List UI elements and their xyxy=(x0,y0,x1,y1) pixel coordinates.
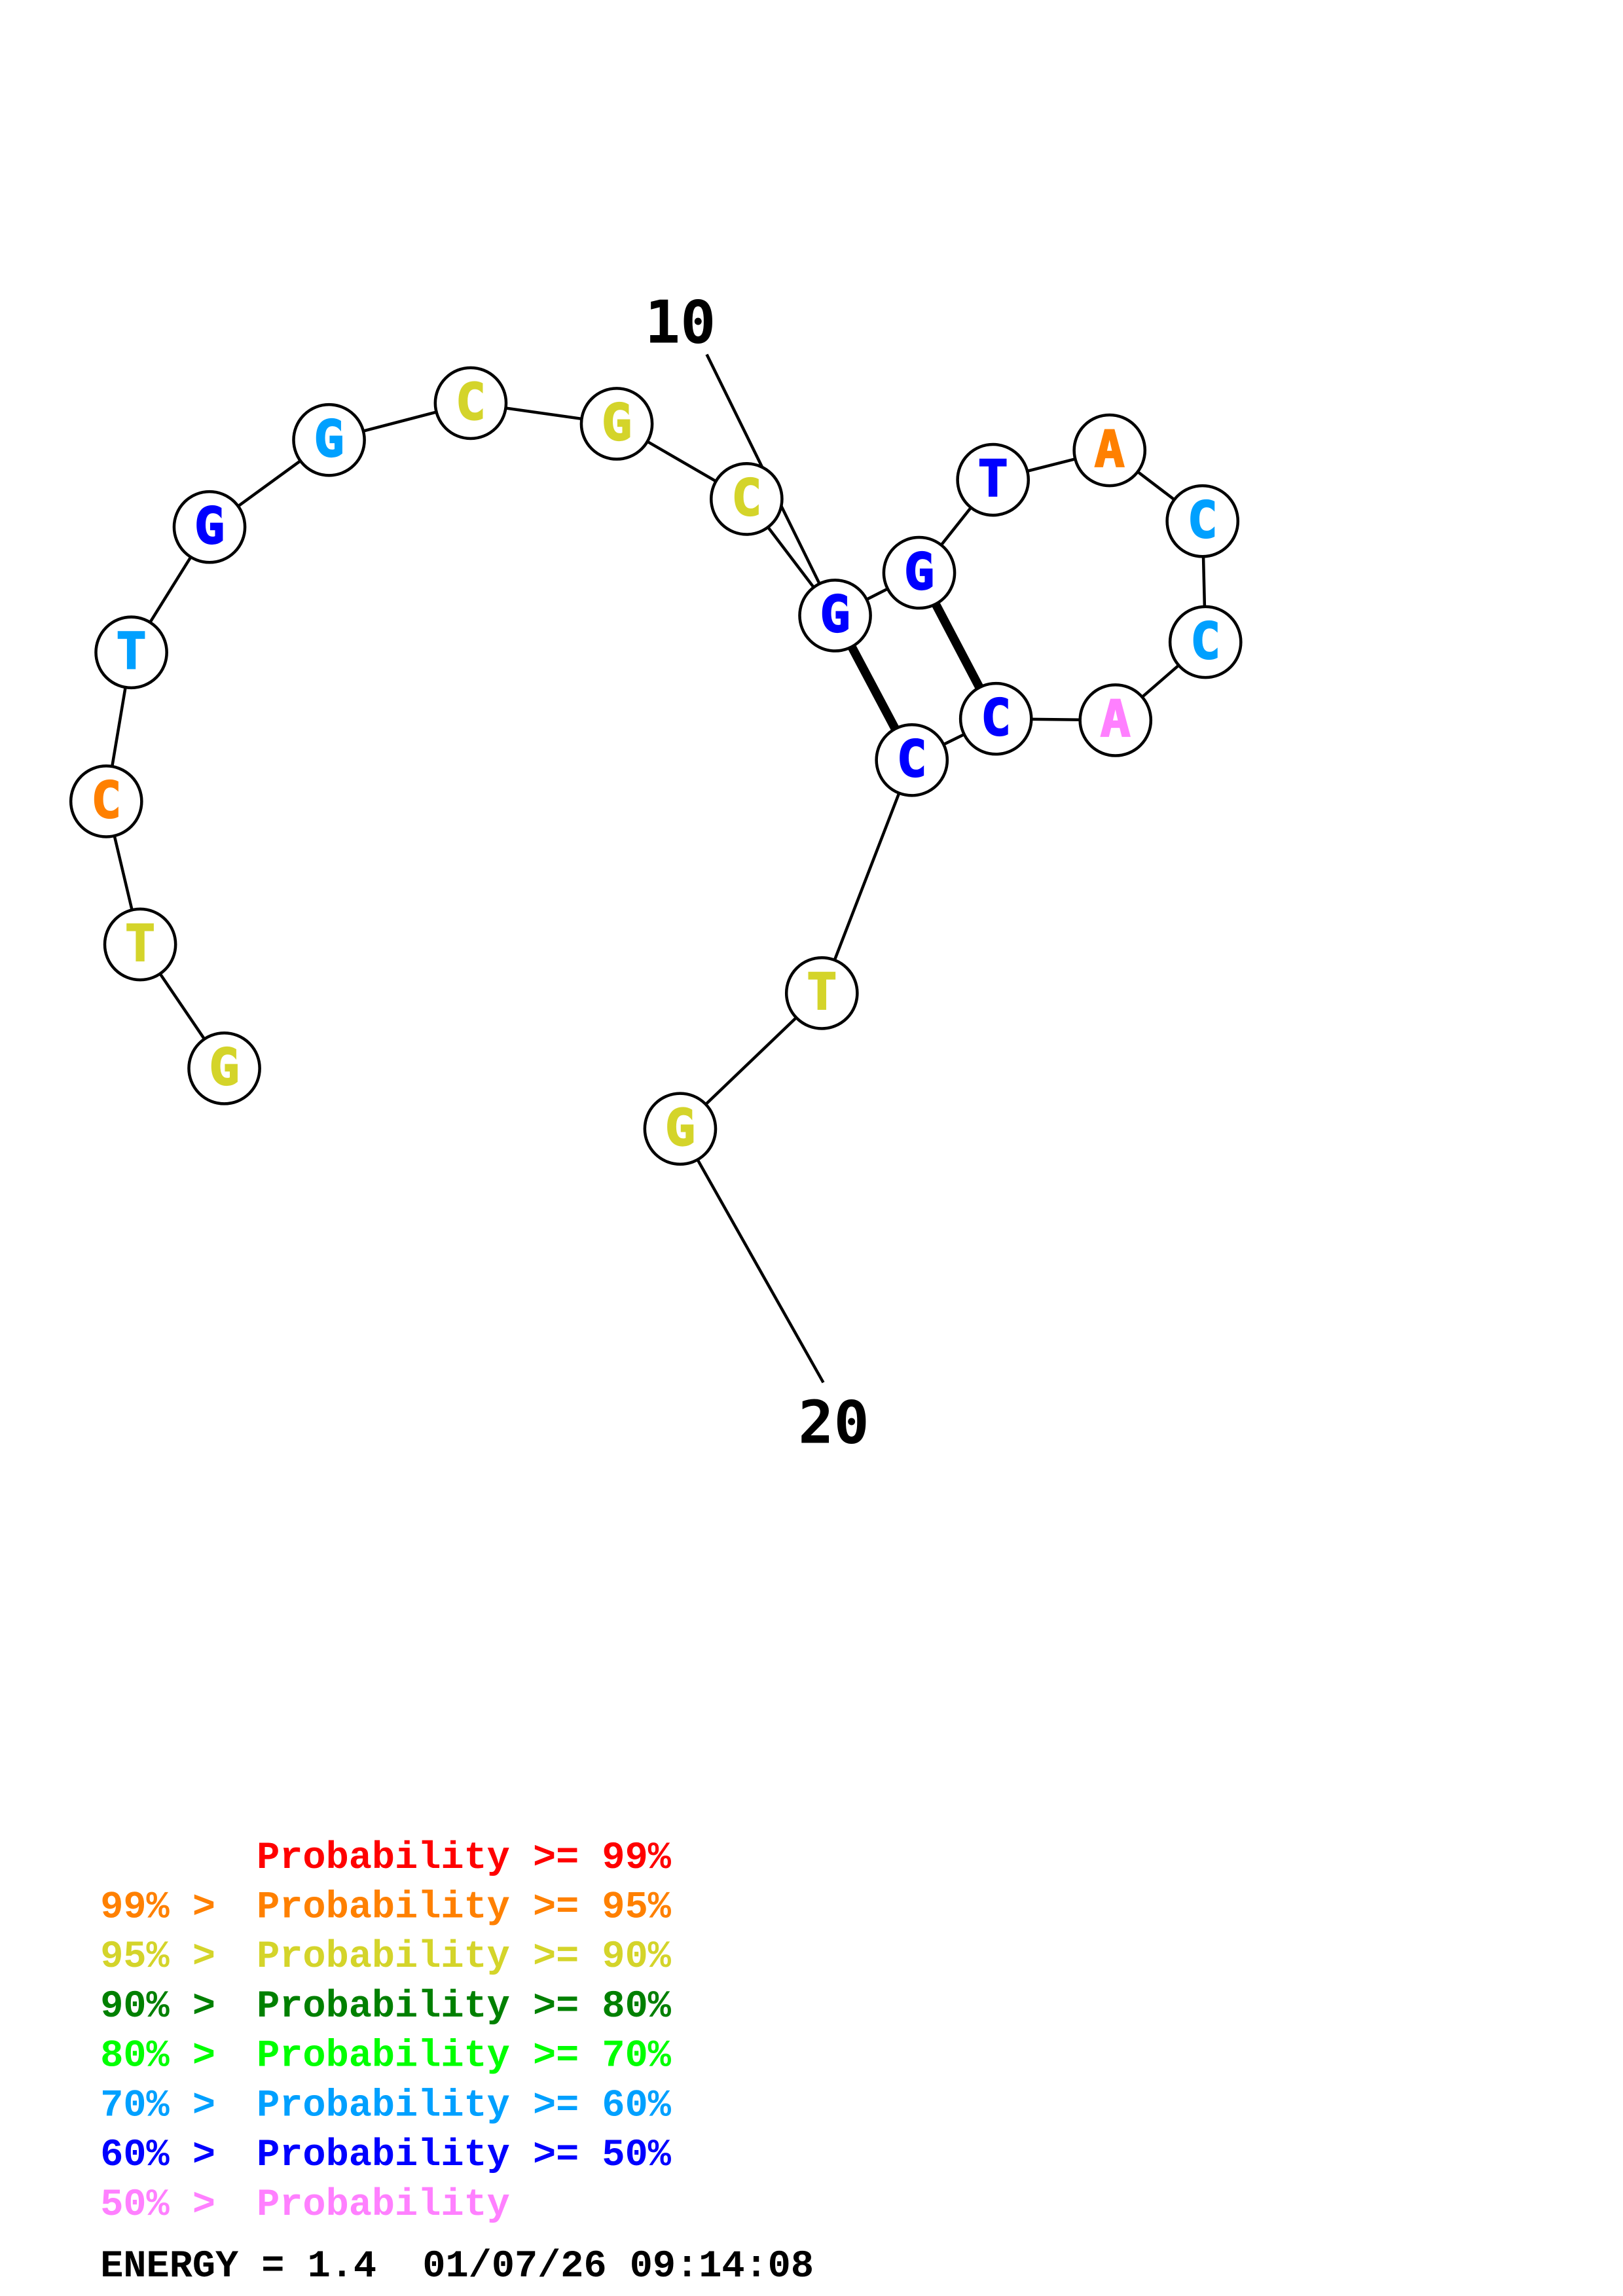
nucleotide-base: C xyxy=(456,374,486,432)
nucleotide: G xyxy=(882,535,957,610)
nucleotide-circle xyxy=(1072,413,1147,488)
nucleotide-base: A xyxy=(1095,421,1125,479)
energy-footer: ENERGY = 1.4 01/07/26 09:14:08 xyxy=(100,2244,814,2288)
legend-entry: Probability >= 60% xyxy=(257,2083,672,2127)
nucleotide-circle xyxy=(1078,683,1153,757)
nucleotide-base: G xyxy=(194,497,225,556)
nucleotide: C xyxy=(1165,484,1240,558)
nucleotide-base: A xyxy=(1101,691,1131,749)
nucleotide-circle xyxy=(958,681,1033,756)
legend-prefix: 90% > xyxy=(100,1984,215,2028)
nucleotide-circle xyxy=(882,535,957,610)
nucleotide-circle xyxy=(875,723,949,797)
nucleotide-circle xyxy=(643,1092,718,1166)
nucleotide-base: C xyxy=(731,469,761,528)
nucleotide-base: T xyxy=(117,623,147,681)
legend-entry: Probability >= 99% xyxy=(257,1836,672,1880)
nucleotide-base: C xyxy=(981,689,1011,747)
nucleotide-base: G xyxy=(602,394,632,452)
nucleotide: G xyxy=(187,1031,261,1105)
nucleotide: G xyxy=(172,490,247,564)
legend-entry: Probability >= 70% xyxy=(257,2034,672,2078)
nucleotide: C xyxy=(709,462,784,536)
nucleotide-base: T xyxy=(125,915,155,973)
nucleotide: T xyxy=(956,442,1030,517)
legend-prefix: 95% > xyxy=(100,1935,215,1979)
nucleotide-circle xyxy=(172,490,247,564)
nucleotide-circle xyxy=(798,579,872,653)
nucleotide-base: C xyxy=(897,730,927,789)
legend-prefix: 60% > xyxy=(100,2133,215,2177)
legend-entry: Probability xyxy=(257,2183,510,2227)
nucleotide-base: C xyxy=(1188,492,1218,550)
position-labels: 10 20 xyxy=(645,289,869,1458)
nucleotide: G xyxy=(798,579,872,653)
nucleotide: C xyxy=(433,366,508,440)
nucleotide-circle xyxy=(1168,605,1243,679)
nucleotide-circle xyxy=(292,403,366,477)
legend-prefix: 70% > xyxy=(100,2083,215,2127)
probability-legend: Probability >= 99% 99% > Probability >= 9… xyxy=(100,1836,671,2227)
nucleotide-circle xyxy=(579,387,654,461)
nucleotide: C xyxy=(69,764,143,838)
nucleotide: G xyxy=(292,403,366,477)
nucleotide-base: G xyxy=(820,586,850,644)
nucleotide-circle xyxy=(1165,484,1240,558)
nucleotide-circle xyxy=(433,366,508,440)
nucleotide: C xyxy=(875,723,949,797)
nucleotide: A xyxy=(1072,413,1147,488)
nucleotide-circle xyxy=(103,907,177,982)
nucleotide-base: G xyxy=(314,410,344,469)
position-label-20: 20 xyxy=(798,1389,869,1458)
backbone xyxy=(105,401,1207,1130)
nucleotide-base: T xyxy=(978,450,1008,509)
position-label-10: 10 xyxy=(645,289,716,357)
nucleotide-base: G xyxy=(665,1099,695,1157)
nucleotide-base: T xyxy=(807,963,837,1022)
legend-entry: Probability >= 50% xyxy=(257,2133,672,2177)
nucleotide-circle xyxy=(709,462,784,536)
label-20-line xyxy=(678,1128,825,1384)
nucleotide-base: G xyxy=(209,1039,239,1097)
nucleotide: T xyxy=(103,907,177,982)
nucleotide-circle xyxy=(956,442,1030,517)
nucleotide-circle xyxy=(69,764,143,838)
nucleotide: C xyxy=(1168,605,1243,679)
nucleotide-base: C xyxy=(1190,613,1220,671)
legend-prefix: 50% > xyxy=(100,2183,215,2227)
legend-entry: Probability >= 95% xyxy=(257,1885,672,1929)
nucleotide-circle xyxy=(94,615,168,690)
nucleotide: T xyxy=(784,956,859,1030)
legend-prefix: 80% > xyxy=(100,2034,215,2078)
nucleotide: G xyxy=(579,387,654,461)
backbone-link xyxy=(820,759,913,994)
nucleotide: G xyxy=(643,1092,718,1166)
nucleotide-base: G xyxy=(904,543,934,601)
legend-prefix: 99% > xyxy=(100,1885,215,1929)
legend-entry: Probability >= 90% xyxy=(257,1935,672,1979)
nucleotide-circle xyxy=(187,1031,261,1105)
nucleotide: A xyxy=(1078,683,1153,757)
nucleotide: T xyxy=(94,615,168,690)
nucleotide: C xyxy=(958,681,1033,756)
legend-entry: Probability >= 80% xyxy=(257,1984,672,2028)
nucleotide-circle xyxy=(784,956,859,1030)
nucleotide-base: C xyxy=(91,772,121,830)
